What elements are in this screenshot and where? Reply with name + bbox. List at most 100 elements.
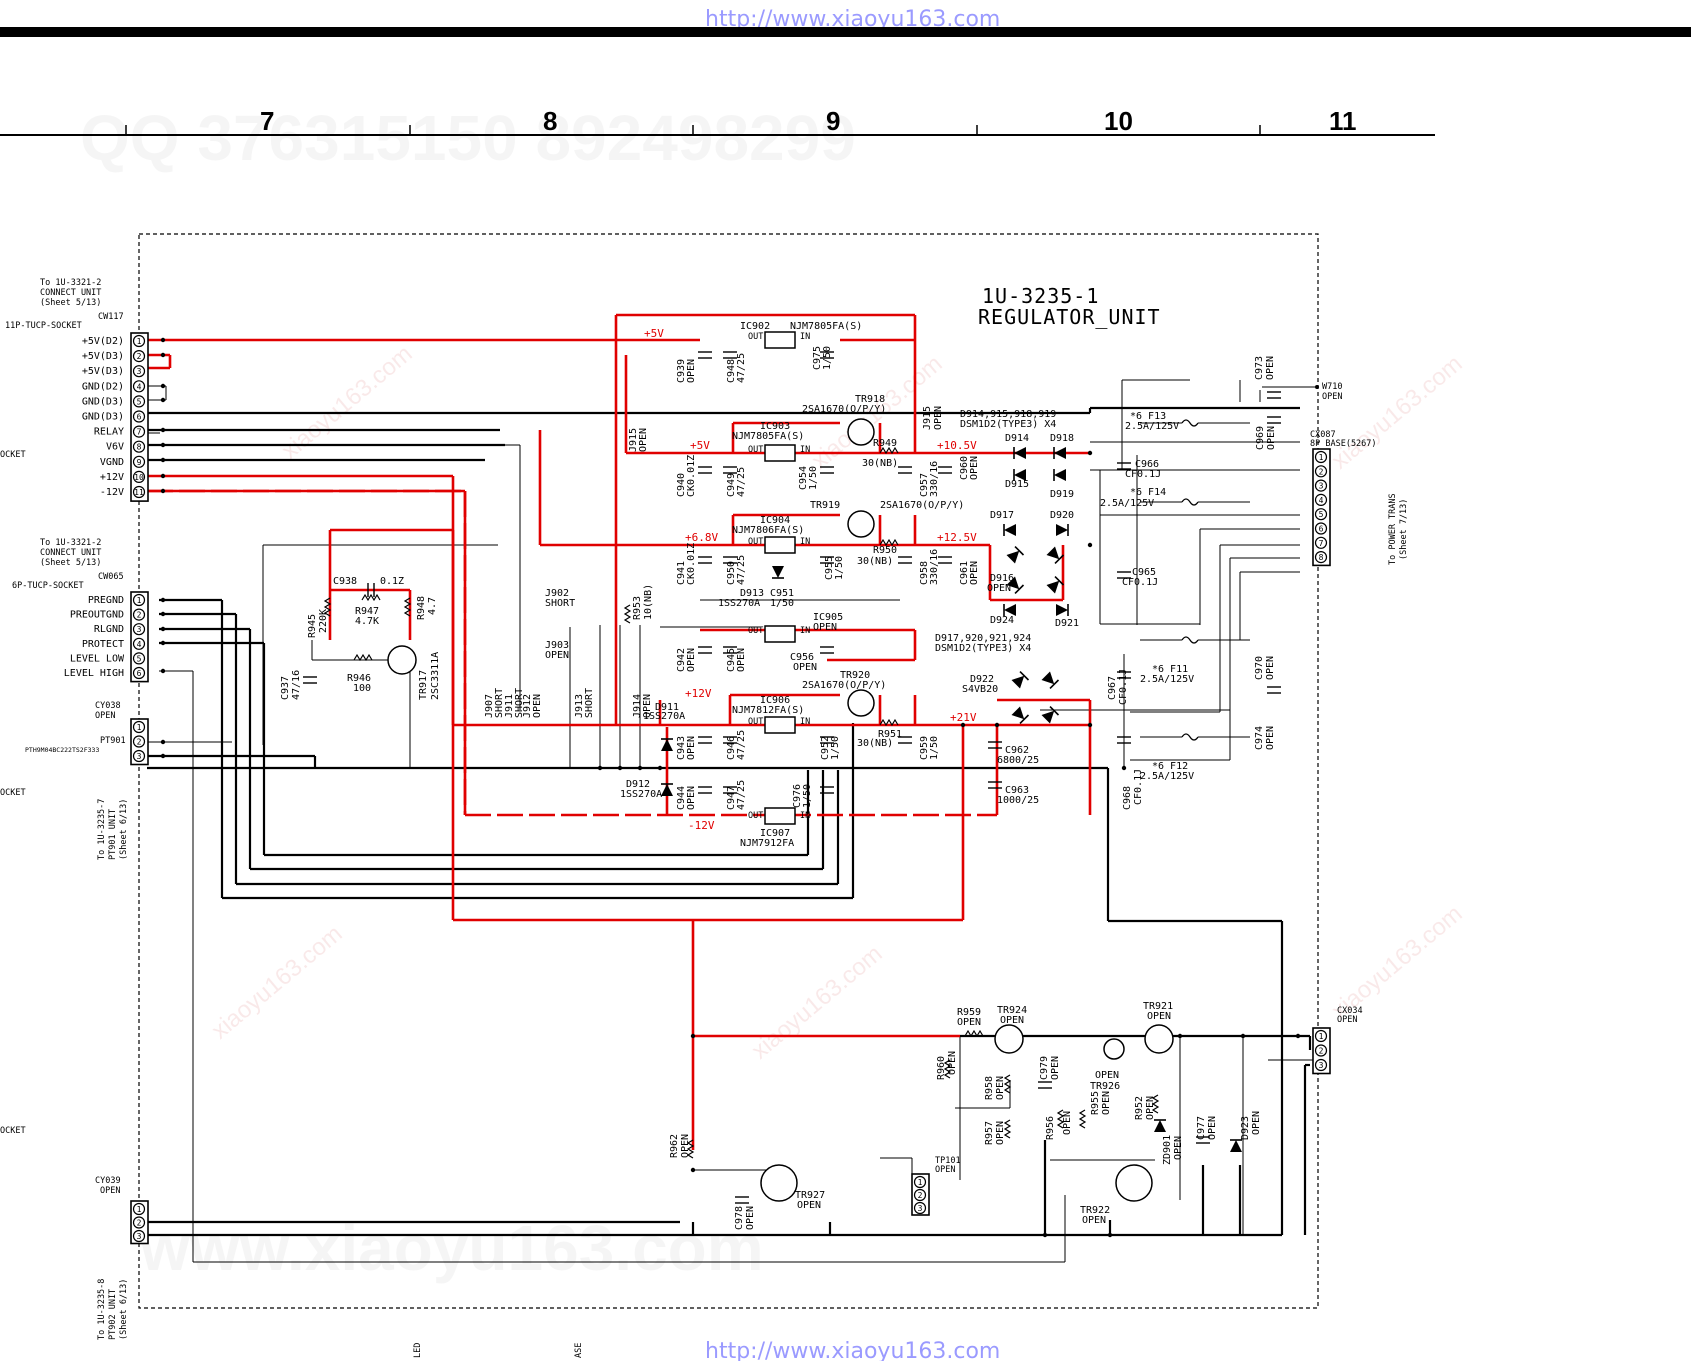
cw117-pin-number-6: 6	[137, 413, 142, 422]
cap-c955: C955	[824, 556, 835, 580]
svg-text:R960: R960	[936, 1056, 947, 1080]
d918-symbol	[1053, 447, 1066, 459]
svg-text:SHORT: SHORT	[545, 598, 575, 609]
svg-text:OPEN: OPEN	[686, 736, 697, 760]
svg-text:D918: D918	[1050, 433, 1074, 444]
cw065-text-label-1: PREGND	[88, 595, 124, 606]
cw117-pin-number-8: 8	[137, 443, 142, 452]
svg-text:2SC3311A: 2SC3311A	[430, 652, 441, 700]
svg-text:OPEN: OPEN	[686, 648, 697, 672]
svg-text:1/50: 1/50	[830, 736, 841, 760]
tp101-connector: 123	[911, 1173, 930, 1216]
bridge-2-d	[1041, 705, 1060, 724]
svg-text:To 1U-3321-2: To 1U-3321-2	[40, 538, 101, 548]
svg-text:-12V: -12V	[688, 819, 715, 832]
svg-text:OPEN: OPEN	[638, 428, 649, 452]
cw117-labels: To 1U-3321-2 CONNECT UNIT (Sheet 5/13) C…	[5, 278, 124, 331]
svg-text:1/50: 1/50	[802, 784, 813, 808]
cw117-text-label-1: +5V(D2)	[82, 336, 124, 347]
cw117-pin-9	[132, 455, 146, 468]
cw117-pin-8	[132, 440, 146, 453]
column-number-11: 11	[1329, 106, 1357, 136]
junction-31	[1042, 1232, 1048, 1238]
svg-text:OPEN: OPEN	[745, 1206, 756, 1230]
svg-text:8P BASE(5267): 8P BASE(5267)	[1310, 439, 1377, 449]
svg-text:C979: C979	[1039, 1056, 1050, 1080]
cy039-pin-1	[132, 1202, 146, 1216]
svg-text:R950: R950	[873, 545, 897, 556]
svg-text:10(NB): 10(NB)	[643, 584, 654, 620]
tp101-pin-number-2: 2	[918, 1191, 923, 1200]
junction-27	[1177, 1033, 1183, 1039]
svg-text:D917,920,921,924: D917,920,921,924	[935, 633, 1031, 644]
junction-13	[160, 668, 166, 674]
svg-text:2.5A/125V: 2.5A/125V	[1100, 498, 1154, 509]
cx034-connector: 123	[1312, 1027, 1331, 1075]
negative-rail-traces	[147, 489, 997, 817]
svg-text:R953: R953	[632, 596, 643, 620]
cw117-pin-number-11: 11	[134, 488, 144, 497]
cy038-pin-3	[132, 749, 146, 763]
svg-text:OPEN: OPEN	[813, 622, 837, 633]
svg-text:TR921: TR921	[1143, 1001, 1173, 1012]
svg-text:OPEN: OPEN	[947, 1051, 958, 1075]
svg-text:IN: IN	[800, 537, 810, 547]
cw117-pin-11	[132, 485, 146, 499]
svg-text:4.7K: 4.7K	[355, 616, 379, 627]
svg-text:(Sheet 7/13): (Sheet 7/13)	[1399, 499, 1409, 560]
svg-text:1/50: 1/50	[770, 598, 794, 609]
tp101-labels: TP101 OPEN	[935, 1156, 961, 1175]
junction-14	[160, 739, 166, 745]
svg-text:1/50: 1/50	[834, 556, 845, 580]
svg-text:xiaoyu163.com: xiaoyu163.com	[747, 940, 888, 1064]
junction-18	[637, 765, 643, 771]
svg-text:OPEN: OPEN	[100, 1186, 120, 1196]
cap-c939: C939	[676, 359, 687, 383]
svg-text:1SS270A: 1SS270A	[620, 789, 662, 800]
cx034-labels: CX034 OPEN	[1337, 1006, 1363, 1025]
url-bottom: http://www.xiaoyu163.com	[705, 1339, 1000, 1361]
svg-text:D913: D913	[740, 588, 764, 599]
svg-text:DSM1D2(TYPE3) X4: DSM1D2(TYPE3) X4	[935, 643, 1031, 654]
cx034-pin-number-2: 2	[1319, 1047, 1324, 1056]
svg-text:C968: C968	[1122, 786, 1133, 810]
w710-label: W710 OPEN	[1262, 382, 1342, 402]
jumper-j903: J903	[545, 640, 569, 651]
cap-c975: C975	[812, 346, 823, 370]
cap-c943: C943	[676, 736, 687, 760]
junction-28	[1240, 1033, 1246, 1039]
svg-text:1000/25: 1000/25	[997, 795, 1039, 806]
cy039-pin-number-1: 1	[137, 1205, 142, 1214]
svg-text:C969: C969	[1255, 426, 1266, 450]
svg-text:OPEN: OPEN	[1265, 356, 1276, 380]
svg-text:OPEN: OPEN	[736, 648, 747, 672]
r951-symbol	[879, 718, 899, 727]
svg-text:PTH9M04BC222TS2F333: PTH9M04BC222TS2F333	[25, 746, 99, 754]
d921-symbol	[1056, 604, 1069, 616]
cap-c961: C961	[959, 561, 970, 585]
tp101-pin-number-3: 3	[918, 1204, 923, 1213]
svg-text:6P-TUCP-SOCKET: 6P-TUCP-SOCKET	[12, 581, 84, 591]
capacitor-symbols	[303, 351, 1281, 1204]
cx087-pin-number-6: 6	[1319, 525, 1324, 534]
capacitor-labels: C938 0.1Z C937 47/16 C962 6800/25 C963 1…	[280, 356, 1277, 1230]
cy039-pin-2	[132, 1216, 146, 1229]
junction-1	[160, 352, 166, 358]
svg-text:OPEN: OPEN	[1145, 1096, 1156, 1120]
cw117-pin-1	[132, 334, 146, 348]
svg-text:OUT: OUT	[748, 332, 763, 342]
svg-text:OPEN: OPEN	[1266, 426, 1277, 450]
svg-text:OPEN: OPEN	[1147, 1011, 1171, 1022]
svg-text:D912: D912	[626, 779, 650, 790]
junction-22	[1087, 722, 1093, 728]
svg-text:D916: D916	[990, 573, 1014, 584]
svg-text:OPEN: OPEN	[686, 786, 697, 810]
cap-c960: C960	[959, 456, 970, 480]
r946-symbol	[353, 653, 373, 662]
junction-24	[960, 722, 966, 728]
bridge-1-d	[1046, 575, 1065, 594]
column-number-8: 8	[543, 106, 557, 136]
junction-30	[690, 1167, 696, 1173]
cy038-pin-number-2: 2	[137, 738, 142, 747]
